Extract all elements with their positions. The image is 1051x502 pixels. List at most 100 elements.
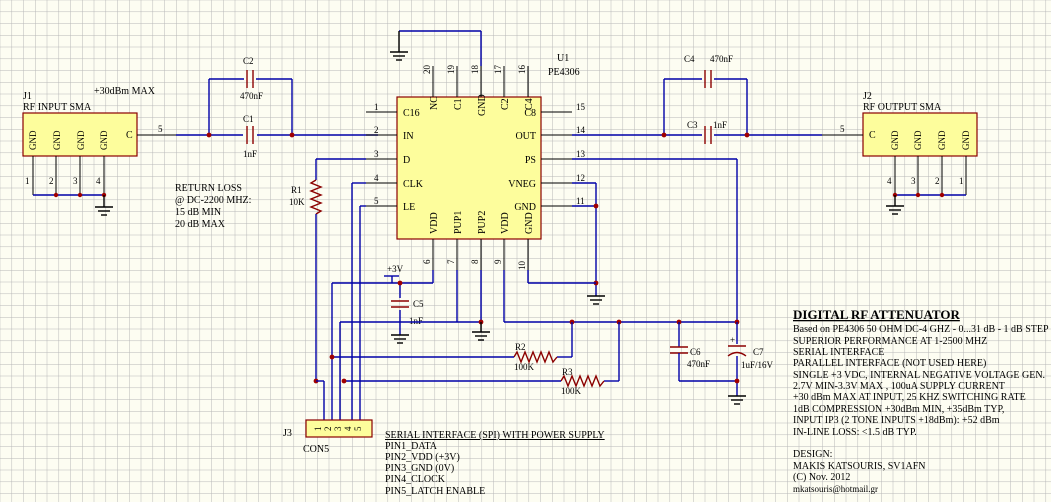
j1-name: RF INPUT SMA bbox=[23, 102, 92, 113]
ground-symbol bbox=[587, 295, 605, 305]
u1-pin-num: 1 bbox=[374, 102, 379, 112]
u1-pin-name: PUP1 bbox=[453, 211, 464, 234]
j1-pin-num: 3 bbox=[73, 176, 78, 186]
j1-pin-num: 4 bbox=[96, 176, 101, 186]
spi-pin-note: PIN1_DATA bbox=[385, 441, 438, 452]
c2-value: 470nF bbox=[240, 91, 263, 101]
u1-ref: U1 bbox=[557, 53, 569, 64]
info-line: INPUT IP3 (2 TONE INPUTS +18dBm): +52 dB… bbox=[793, 415, 1000, 426]
u1-part: PE4306 bbox=[548, 67, 580, 78]
ground-symbol bbox=[728, 395, 746, 405]
u1-pin-num: 9 bbox=[493, 259, 503, 264]
r1-value: 10K bbox=[289, 197, 305, 207]
info-line: SUPERIOR PERFORMANCE AT 1-2500 MHZ bbox=[793, 336, 987, 347]
j2-name: RF OUTPUT SMA bbox=[863, 102, 942, 113]
c1-value: 1nF bbox=[243, 149, 257, 159]
c7-polarity: + bbox=[730, 335, 735, 345]
u1-pin-name: C8 bbox=[524, 108, 536, 119]
u1-pin-name: NC bbox=[429, 96, 440, 110]
u1-pin-num: 8 bbox=[470, 259, 480, 264]
c2-capacitor: C2 470nF bbox=[240, 56, 263, 101]
info-line: SERIAL INTERFACE bbox=[793, 347, 884, 358]
u1-pin-num: 13 bbox=[576, 149, 586, 159]
u1-pin-num: 16 bbox=[517, 65, 527, 75]
return-loss-line: @ DC-2200 MHZ: bbox=[175, 195, 251, 206]
ground-symbol bbox=[95, 195, 113, 216]
j2-pin-label: GND bbox=[913, 130, 923, 150]
u1-pin-num: 6 bbox=[422, 259, 432, 264]
r2-value: 100K bbox=[514, 362, 535, 372]
spi-pin-note: PIN3_GND (0V) bbox=[385, 463, 454, 474]
j1-pin-label: GND bbox=[52, 130, 62, 150]
j3-part: CON5 bbox=[303, 444, 329, 455]
ground-symbol bbox=[390, 31, 408, 61]
return-loss-line: RETURN LOSS bbox=[175, 183, 242, 194]
u1-pin-name: GND bbox=[477, 94, 488, 116]
spi-pin-note: PIN5_LATCH ENABLE bbox=[385, 486, 485, 497]
c3-ref: C3 bbox=[687, 120, 698, 130]
info-line: +30 dBm MAX AT INPUT, 25 KHZ SWITCHING R… bbox=[793, 392, 1026, 403]
info-line: SINGLE +3 VDC, INTERNAL NEGATIVE VOLTAGE… bbox=[793, 370, 1045, 381]
u1-ic: U1 PE4306 1 2 3 4 5 C16 IN D CLK LE 15 1… bbox=[366, 53, 586, 270]
u1-pin-name: OUT bbox=[515, 131, 536, 142]
c4-value: 470nF bbox=[710, 54, 733, 64]
u1-pin-num: 19 bbox=[446, 65, 456, 75]
j1-pin-label: GND bbox=[28, 130, 38, 150]
r3-ref: R3 bbox=[562, 367, 573, 377]
c5-capacitor: C5 1nF bbox=[391, 299, 424, 326]
u1-pin-name: C2 bbox=[500, 98, 511, 110]
u1-pin-name: D bbox=[403, 155, 410, 166]
c2-ref: C2 bbox=[243, 56, 254, 66]
design-line: MAKIS KATSOURIS, SV1AFN bbox=[793, 461, 926, 472]
j1-rating: +30dBm MAX bbox=[94, 86, 156, 97]
j3-body bbox=[305, 419, 373, 438]
c6-ref: C6 bbox=[690, 347, 701, 357]
u1-pin-name: PUP2 bbox=[477, 211, 488, 234]
vcc-label: +3V bbox=[387, 264, 404, 274]
c5-value: 1nF bbox=[409, 316, 423, 326]
j3-ref: J3 bbox=[283, 428, 292, 439]
j1-signal-pin-num: 5 bbox=[158, 124, 163, 134]
j2-pin-num: 1 bbox=[959, 176, 964, 186]
j2-pin-label: GND bbox=[890, 130, 900, 150]
u1-pin-num: 7 bbox=[446, 259, 456, 264]
design-label: DESIGN: bbox=[793, 449, 832, 460]
u1-pin-name: VDD bbox=[429, 212, 440, 234]
return-loss-line: 20 dB MAX bbox=[175, 219, 226, 230]
j1-pin-label: GND bbox=[99, 130, 109, 150]
u1-pin-num: 17 bbox=[493, 65, 503, 75]
j2-pin-num: 3 bbox=[911, 176, 916, 186]
spi-pin-note: PIN2_VDD (+3V) bbox=[385, 452, 460, 463]
u1-pin-name: C16 bbox=[403, 108, 420, 119]
info-lines: Based on PE4306 50 OHM DC-4 GHZ - 0...31… bbox=[793, 324, 1049, 438]
j3-pin-num: 5 bbox=[353, 426, 363, 431]
return-loss-line: 15 dB MIN bbox=[175, 207, 221, 218]
u1-pin-name: C4 bbox=[524, 98, 535, 110]
u1-pin-num: 5 bbox=[374, 196, 379, 206]
c3-capacitor: C3 1nF bbox=[687, 120, 727, 144]
ground-symbol bbox=[391, 334, 409, 344]
c6-capacitor: C6 470nF bbox=[670, 346, 710, 369]
u1-pin-num: 15 bbox=[576, 102, 586, 112]
j3-pin-num: 2 bbox=[323, 427, 333, 432]
u1-pin-num: 11 bbox=[576, 196, 585, 206]
info-title: DIGITAL RF ATTENUATOR bbox=[793, 307, 960, 322]
j2-pin-num: 4 bbox=[887, 176, 892, 186]
design-line: mkatsouris@hotmail.gr bbox=[793, 484, 878, 494]
u1-pin-num: 20 bbox=[422, 65, 432, 75]
j1-ref: J1 bbox=[23, 91, 32, 102]
j3-connector: J3 CON5 1 2 3 4 5 bbox=[283, 419, 373, 455]
j2-signal-pin-num: 5 bbox=[840, 124, 845, 134]
c7-ref: C7 bbox=[753, 347, 764, 357]
j1-connector: J1 RF INPUT SMA +30dBm MAX GND GND GND G… bbox=[22, 86, 176, 216]
c1-ref: C1 bbox=[243, 114, 254, 124]
j2-body bbox=[862, 112, 978, 157]
u1-pin-name: C1 bbox=[453, 98, 464, 110]
u1-pin-num: 18 bbox=[470, 65, 480, 75]
spi-notes-title: SERIAL INTERFACE (SPI) WITH POWER SUPPLY bbox=[385, 430, 605, 441]
j3-pin-num: 3 bbox=[333, 426, 343, 431]
ground-symbol bbox=[886, 195, 904, 215]
j2-pin-num: 2 bbox=[935, 176, 940, 186]
